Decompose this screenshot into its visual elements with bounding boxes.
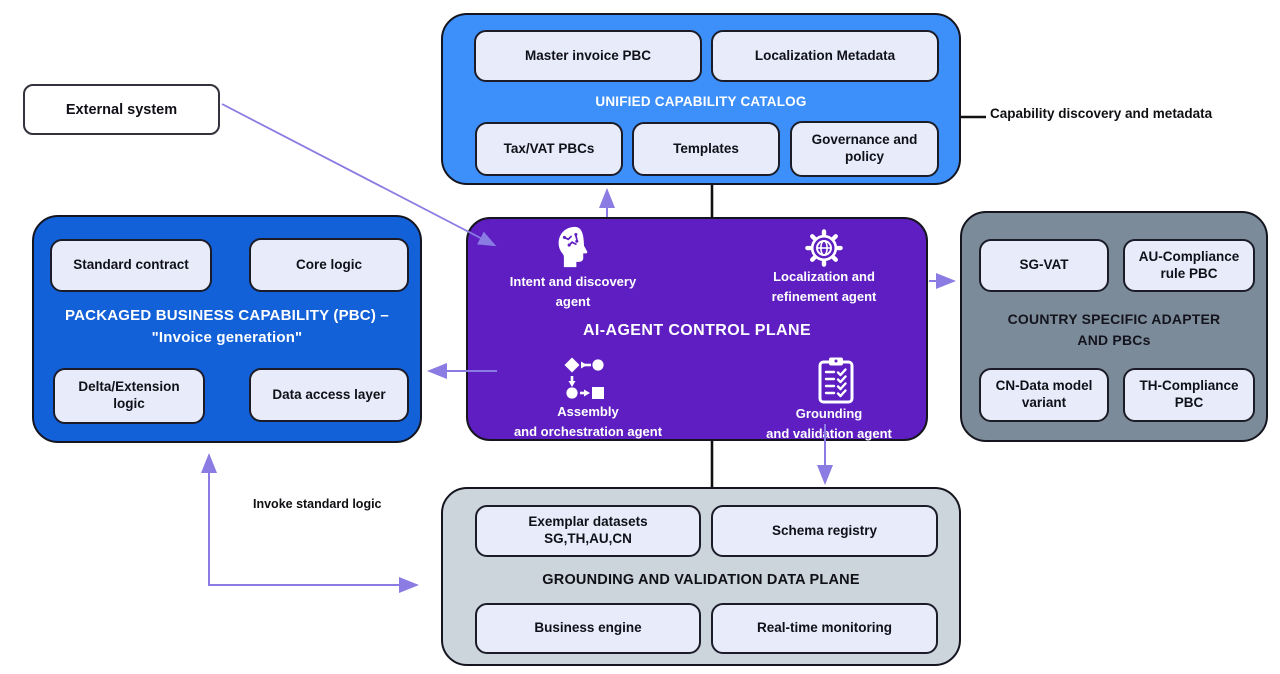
invoke-standard-logic-label: Invoke standard logic (253, 497, 382, 511)
chip-standard-contract: Standard contract (50, 239, 212, 292)
pbc-title: PACKAGED BUSINESS CAPABILITY (PBC) – "In… (65, 307, 389, 346)
external-system-node: External system (23, 84, 220, 135)
unified-capability-catalog-box: Master invoice PBC Localization Metadata… (441, 13, 961, 185)
data-plane-title: GROUNDING AND VALIDATION DATA PLANE (542, 572, 860, 588)
checklist-clipboard-icon (818, 357, 854, 404)
brain-head-icon (558, 226, 588, 268)
chip-tax-vat-pbcs: Tax/VAT PBCs (475, 122, 623, 176)
ai-agent-control-plane-box: Intent and discovery agent Localization … (466, 217, 928, 441)
chip-business-engine: Business engine (475, 603, 701, 654)
workflow-icon (564, 357, 604, 399)
chip-master-invoice-pbc: Master invoice PBC (474, 30, 702, 82)
capability-discovery-label: Capability discovery and metadata (990, 106, 1213, 121)
catalog-title: UNIFIED CAPABILITY CATALOG (595, 94, 807, 109)
chip-exemplar-datasets: Exemplar datasets SG,TH,AU,CN (475, 505, 701, 557)
intent-agent-label: Intent and discovery agent (509, 274, 637, 310)
chip-localization-metadata: Localization Metadata (711, 30, 939, 82)
grounding-agent-label: Grounding and validation agent (766, 406, 892, 442)
gear-globe-icon (805, 229, 843, 267)
chip-delta-extension-logic: Delta/Extension logic (53, 368, 205, 424)
chip-realtime-monitoring: Real-time monitoring (711, 603, 938, 654)
pbc-box: Standard contract Core logic PACKAGED BU… (32, 215, 422, 443)
chip-au-compliance: AU-Compliance rule PBC (1123, 239, 1255, 292)
chip-schema-registry: Schema registry (711, 505, 938, 557)
chip-cn-data-model: CN-Data model variant (979, 368, 1109, 422)
chip-core-logic: Core logic (249, 238, 409, 292)
assembly-agent-label: Assembly and orchestration agent (513, 404, 663, 440)
arrow-dataplane-to-pbc (201, 453, 419, 593)
localization-agent-label: Localization and refinement agent (771, 269, 877, 305)
chip-templates: Templates (632, 122, 780, 176)
external-system-label: External system (65, 101, 178, 118)
chip-data-access-layer: Data access layer (249, 368, 409, 422)
chip-governance-policy: Governance and policy (790, 121, 939, 177)
data-plane-box: Exemplar datasets SG,TH,AU,CN Schema reg… (441, 487, 961, 666)
chip-th-compliance: TH-Compliance PBC (1123, 368, 1255, 422)
country-adapter-box: SG-VAT AU-Compliance rule PBC COUNTRY SP… (960, 211, 1268, 442)
country-adapter-title: COUNTRY SPECIFIC ADAPTER AND PBCs (1007, 311, 1221, 348)
control-plane-title: AI-AGENT CONTROL PLANE (582, 322, 812, 339)
chip-sg-vat: SG-VAT (979, 239, 1109, 292)
